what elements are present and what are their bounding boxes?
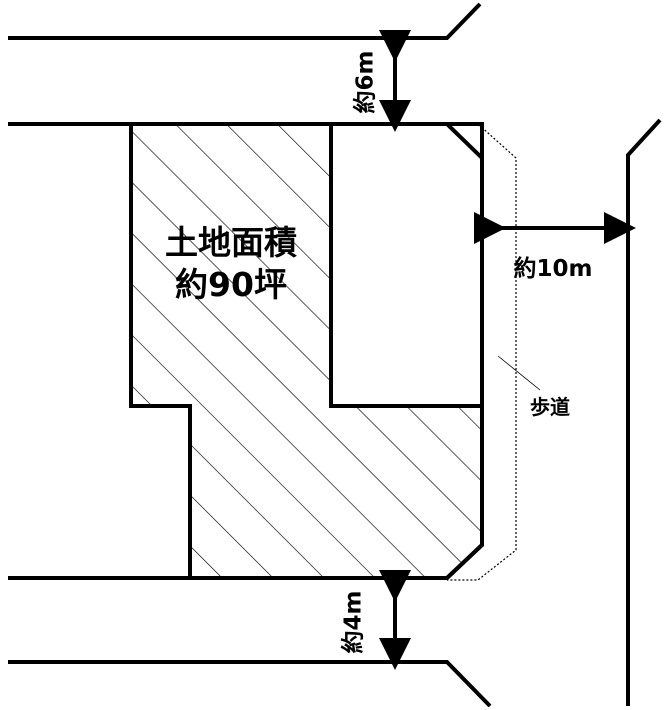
sidewalk-leader-line (497, 355, 541, 391)
land-area-label-line2: 約90坪 (175, 265, 287, 304)
east-road-edge (626, 118, 662, 706)
east-road-width-label: 約10m (514, 255, 593, 282)
north-road-width-label: 約6m (352, 51, 379, 114)
sidewalk-outline (447, 123, 517, 581)
north-road-top-edge (8, 2, 482, 40)
building-footprint (329, 122, 484, 408)
south-road-width-label: 約4m (340, 591, 367, 654)
sidewalk-label: 歩道 (530, 395, 570, 419)
land-area-label-line1: 土地面積 (165, 223, 297, 262)
south-road-bottom-edge (8, 660, 492, 708)
